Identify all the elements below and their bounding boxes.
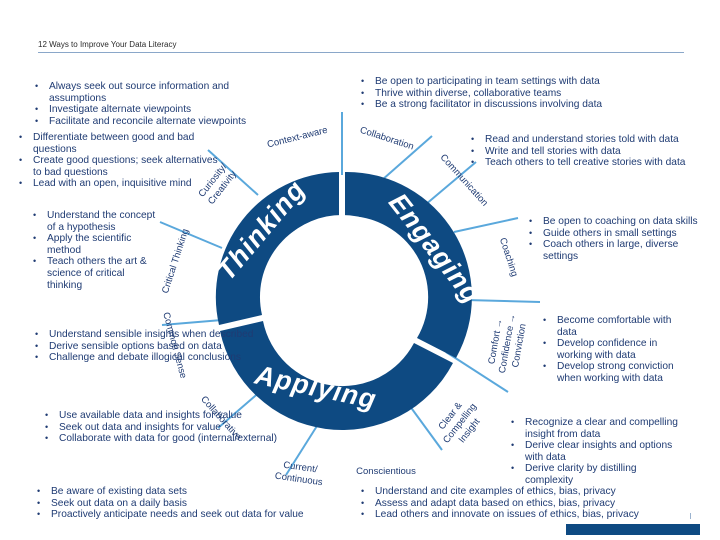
list-item: Understand and cite examples of ethics, … <box>360 486 680 498</box>
spoke-collaboration <box>381 135 433 181</box>
list-item: Be a strong facilitator in discussions i… <box>360 99 660 111</box>
list-item: Facilitate and reconcile alternate viewp… <box>34 116 266 128</box>
list-item: Teach others to tell creative stories wi… <box>470 157 715 169</box>
header-divider <box>38 52 684 53</box>
list-item: Understand the concept of a hypothesis <box>32 210 162 233</box>
bullets-curiosity: Differentiate between good and bad quest… <box>18 132 222 190</box>
list-item: Derive clear insights and options with d… <box>510 440 682 463</box>
list-item: Develop confidence in working with data <box>542 338 692 361</box>
bullets-clear-compelling: Recognize a clear and compelling insight… <box>510 417 682 487</box>
bullets-comfort: Become comfortable with data Develop con… <box>542 315 692 385</box>
list-item: Recognize a clear and compelling insight… <box>510 417 682 440</box>
segment-engaging <box>345 171 472 358</box>
list-item: Develop strong conviction when working w… <box>542 361 692 384</box>
ring-inner-circle <box>262 215 422 375</box>
list-item: Apply the scientific method <box>32 233 162 256</box>
list-item: Always seek out source information and a… <box>34 81 266 104</box>
spoke-communication <box>424 161 477 206</box>
spoke-critical-thinking <box>159 221 223 249</box>
bullets-critical-thinking: Understand the concept of a hypothesis A… <box>32 210 162 291</box>
list-item: Guide others in small settings <box>528 228 698 240</box>
ring <box>215 171 472 431</box>
spoke-label-current: Current/ Continuous <box>274 460 323 489</box>
bullets-current-continuous: Be aware of existing data sets Seek out … <box>36 486 346 521</box>
spoke-label-coaching: Coaching <box>497 236 520 278</box>
list-item: Become comfortable with data <box>542 315 692 338</box>
spoke-label-context-aware: Context-aware <box>266 125 329 151</box>
list-item: Seek out data and insights for value <box>44 422 314 434</box>
list-item: Be open to coaching on data skills <box>528 216 698 228</box>
list-item: Be aware of existing data sets <box>36 486 346 498</box>
bullets-conscientious: Understand and cite examples of ethics, … <box>360 486 680 521</box>
list-item: Challenge and debate illogical conclusio… <box>34 352 254 364</box>
list-item: Collaborate with data for good (internal… <box>44 433 314 445</box>
bullets-communication: Read and understand stories told with da… <box>470 134 715 169</box>
list-item: Be open to participating in team setting… <box>360 76 660 88</box>
list-item: Coach others in large, diverse settings <box>528 239 698 262</box>
spoke-label-collaboration: Collaboration <box>358 125 415 153</box>
spoke-common-sense <box>161 319 223 326</box>
bullets-common-sense: Understand sensible insights when descri… <box>34 329 254 364</box>
page-header: 12 Ways to Improve Your Data Literacy <box>38 40 177 49</box>
bullets-coaching: Be open to coaching on data skills Guide… <box>528 216 698 262</box>
list-item: Create good questions; seek alternatives… <box>18 155 222 178</box>
spoke-coaching <box>453 217 519 233</box>
spoke-current <box>285 417 323 476</box>
list-item: Write and tell stories with data <box>470 146 715 158</box>
spoke-label-clear: Clear & Compelling Insight <box>436 400 482 446</box>
list-item: Lead others and innovate on issues of et… <box>360 509 680 521</box>
segment-thinking <box>215 172 339 325</box>
segment-applying <box>220 321 453 431</box>
spoke-comfort <box>465 299 541 303</box>
list-item: Teach others the art & science of critic… <box>32 256 162 291</box>
list-item: Use available data and insights for valu… <box>44 410 314 422</box>
spoke-label-current-line1: Current/ <box>283 460 319 476</box>
list-item: Understand sensible insights when descri… <box>34 329 254 341</box>
list-item: Differentiate between good and bad quest… <box>18 132 222 155</box>
spoke-clear <box>445 351 509 393</box>
footer-tick <box>690 513 691 519</box>
list-item: Assess and adapt data based on ethics, b… <box>360 498 680 510</box>
spoke-label-conscientious: Conscientious <box>356 466 416 477</box>
list-item: Lead with an open, inquisitive mind <box>18 178 222 190</box>
list-item: Read and understand stories told with da… <box>470 134 715 146</box>
bullets-collaborative: Use available data and insights for valu… <box>44 410 314 445</box>
footer-bar <box>566 524 700 535</box>
list-item: Derive sensible options based on data <box>34 341 254 353</box>
bullets-collaboration: Be open to participating in team setting… <box>360 76 660 111</box>
list-item: Proactively anticipate needs and seek ou… <box>36 509 346 521</box>
list-item: Seek out data on a daily basis <box>36 498 346 510</box>
list-item: Derive clarity by distilling complexity <box>510 463 682 486</box>
list-item: Investigate alternate viewpoints <box>34 104 266 116</box>
spoke-label-comfort: Comfort → Confidence → Conviction <box>486 313 528 374</box>
bullets-context-aware: Always seek out source information and a… <box>34 81 266 127</box>
spoke-label-critical-thinking: Critical Thinking <box>160 227 191 295</box>
list-item: Thrive within diverse, collaborative tea… <box>360 88 660 100</box>
